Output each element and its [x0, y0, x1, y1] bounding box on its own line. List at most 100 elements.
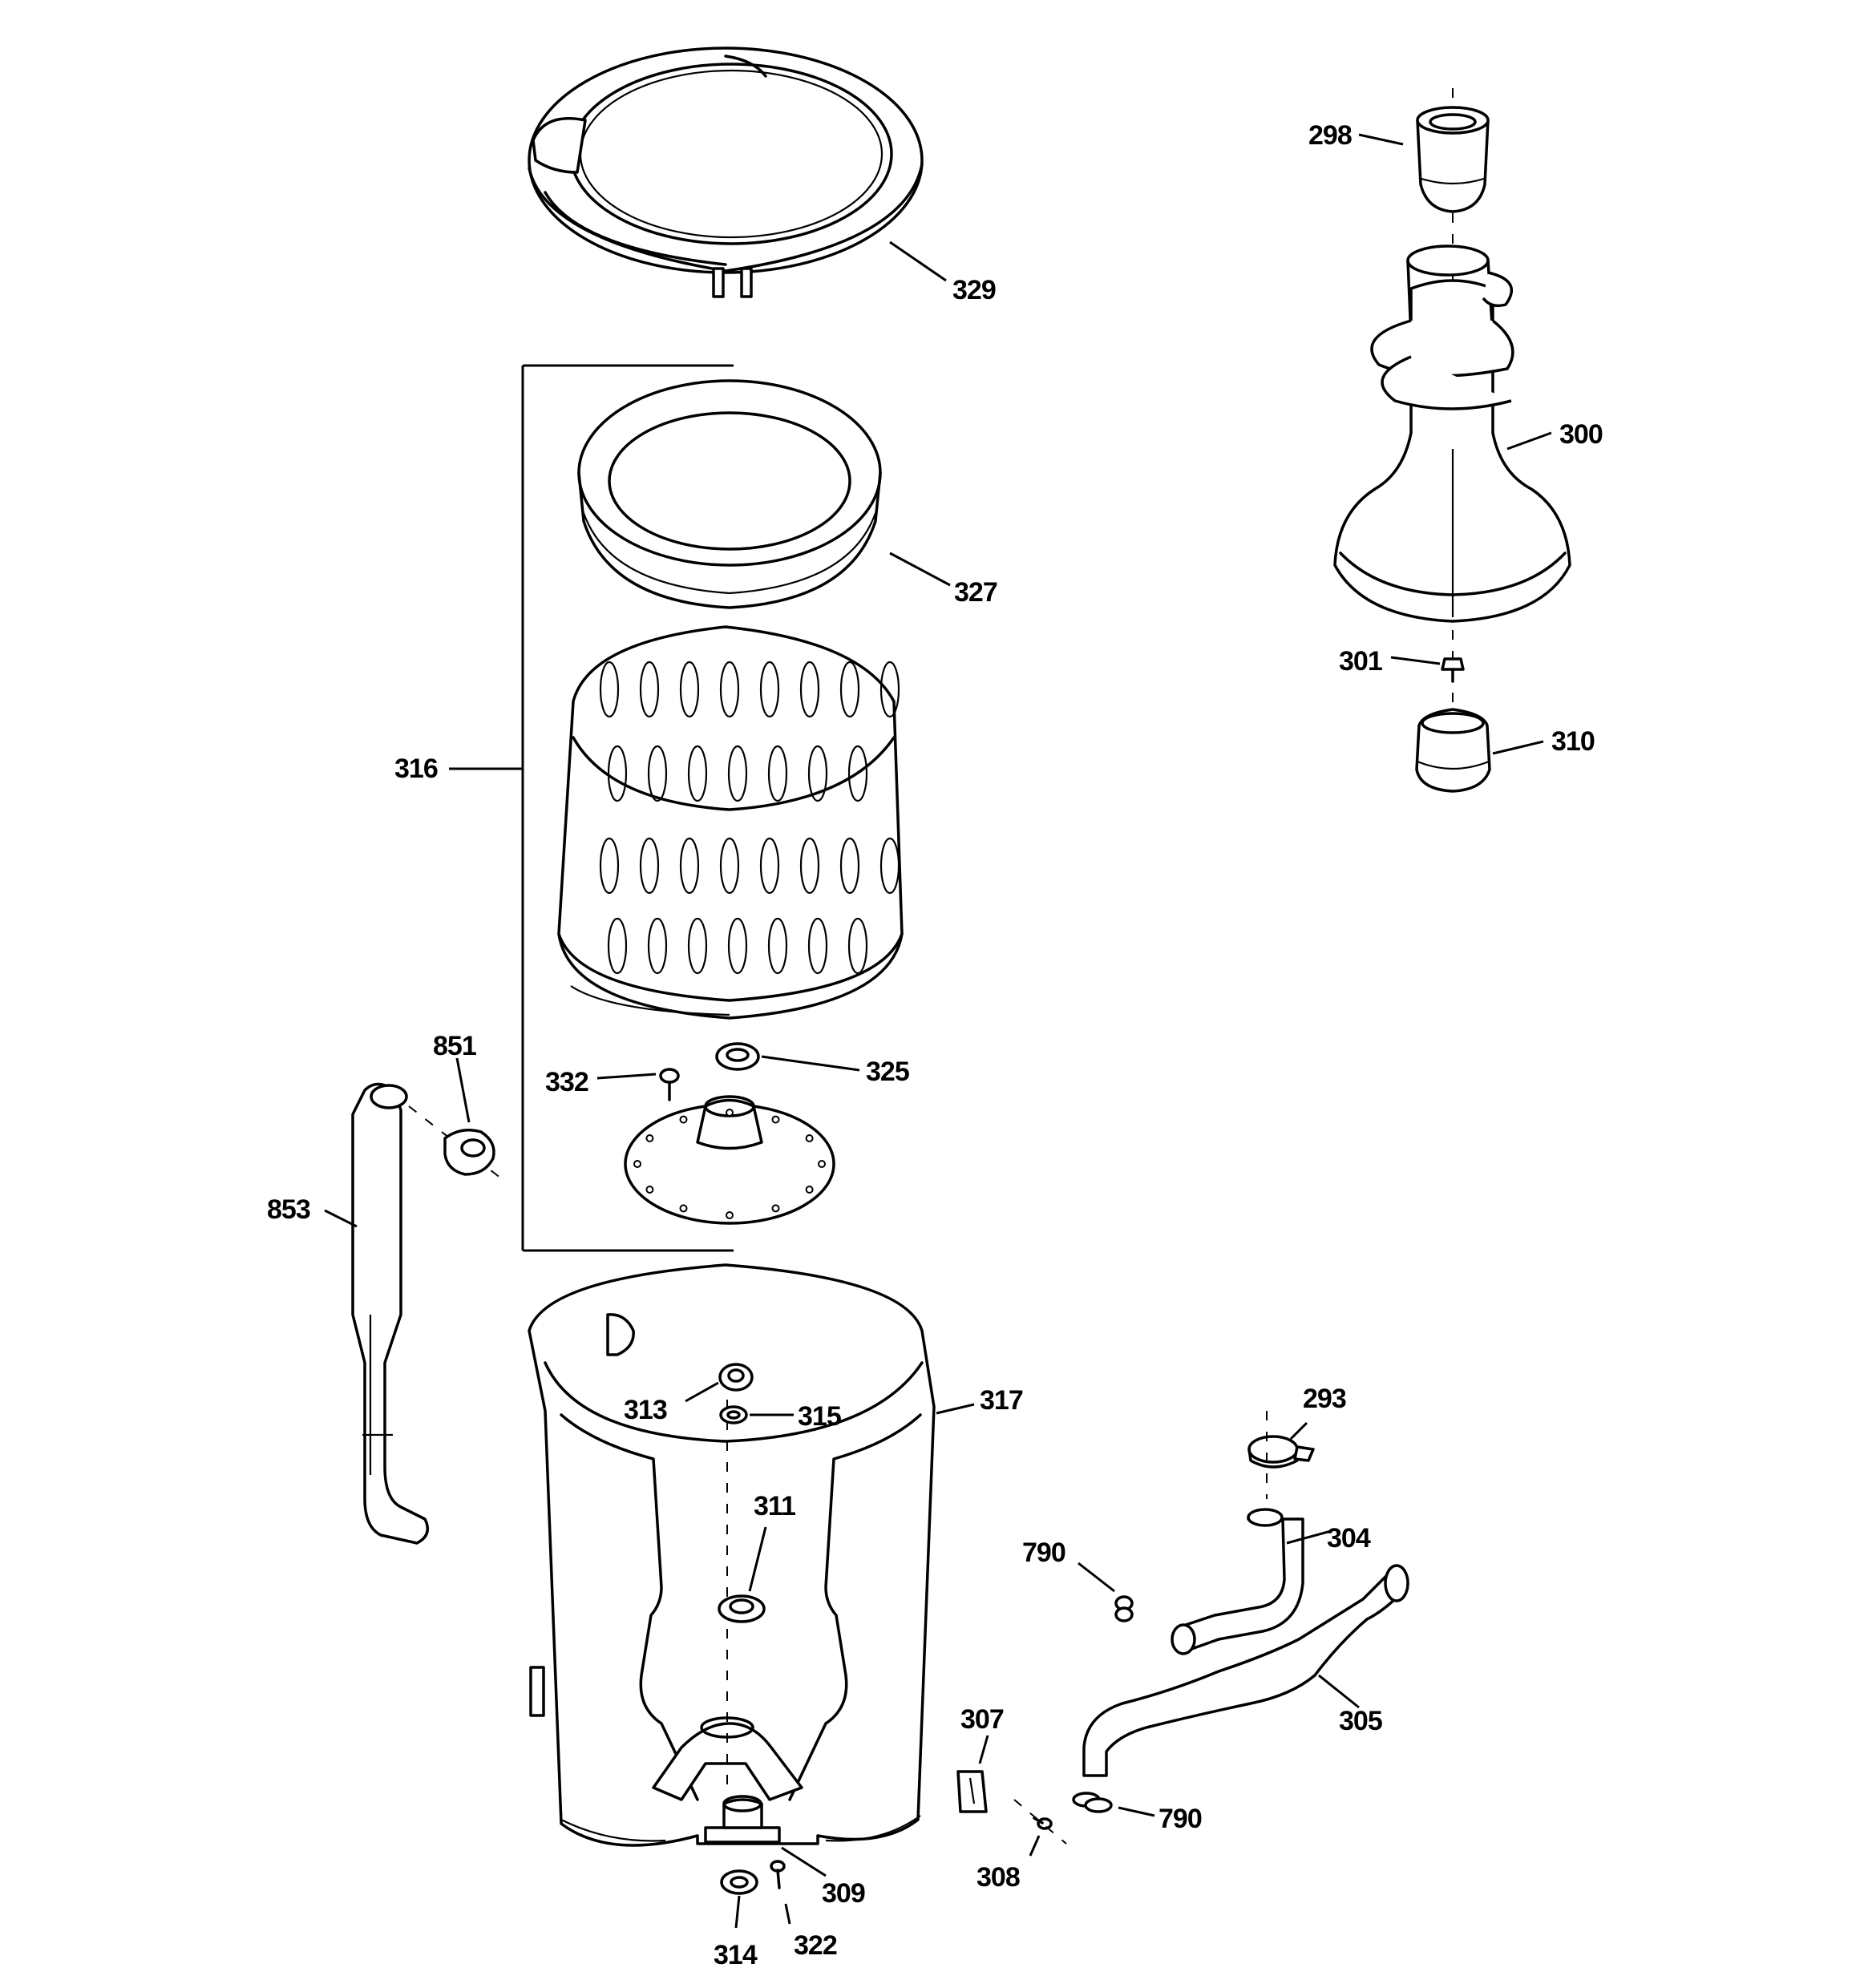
bearing-313: [718, 1363, 754, 1392]
leader-851: [455, 1057, 471, 1123]
label-315: 315: [798, 1401, 842, 1432]
basket-slot: [679, 661, 700, 718]
leader-790a: [1078, 1562, 1115, 1593]
basket-slot: [759, 837, 780, 895]
plate-hole: [679, 1204, 688, 1213]
basket-slot: [767, 745, 788, 802]
plate-hole: [679, 1115, 688, 1124]
basket-slot: [639, 837, 660, 895]
basket-slot: [599, 837, 620, 895]
leader-298: [1358, 133, 1404, 146]
outer-tub-317: [528, 1263, 936, 1847]
label-300: 300: [1559, 419, 1603, 450]
basket-hub-plate: [624, 1095, 835, 1225]
leader-307: [978, 1735, 989, 1764]
basket-slot: [599, 661, 620, 718]
leader-293: [1289, 1421, 1308, 1440]
leader-325: [761, 1055, 860, 1072]
label-307: 307: [960, 1704, 1005, 1735]
plate-hole: [645, 1186, 654, 1194]
drain-hose-305: [1082, 1564, 1409, 1777]
basket-slot: [727, 917, 748, 975]
bearing-housing-309: [704, 1795, 781, 1844]
pressure-hose-853: [351, 1082, 430, 1545]
balance-ring-327: [577, 379, 882, 609]
agitator-300: [1333, 244, 1571, 623]
label-851: 851: [433, 1031, 477, 1061]
leader-329: [889, 240, 947, 282]
washer-315: [719, 1405, 748, 1424]
leader-310: [1492, 740, 1544, 755]
basket-slot: [807, 745, 828, 802]
basket-slot: [799, 837, 820, 895]
plate-hole: [818, 1160, 826, 1168]
washer-314: [720, 1869, 758, 1895]
air-dome-851: [443, 1129, 495, 1176]
agitator-bolt-301: [1441, 657, 1465, 683]
agitator-cap-298: [1416, 106, 1490, 213]
basket-slot: [727, 745, 748, 802]
basket-slot: [879, 661, 900, 718]
label-313: 313: [624, 1395, 668, 1425]
label-316: 316: [394, 754, 439, 784]
basket-slot: [879, 837, 900, 895]
hose-clamp-790a: [1114, 1595, 1134, 1622]
label-298: 298: [1308, 120, 1353, 151]
basket-slot: [847, 917, 868, 975]
label-314: 314: [714, 1940, 758, 1970]
hose-clamp-790b: [1072, 1792, 1113, 1813]
leader-322: [784, 1903, 791, 1925]
basket-slot: [847, 745, 868, 802]
basket-slot: [839, 661, 860, 718]
basket-slot: [839, 837, 860, 895]
leader-317: [936, 1403, 975, 1415]
tub-cover-ring-329: [528, 46, 924, 298]
basket-slot: [679, 837, 700, 895]
leader-300: [1506, 431, 1552, 451]
leader-301: [1390, 656, 1441, 665]
bracket-307: [956, 1770, 988, 1813]
leader-308: [1029, 1835, 1041, 1857]
label-790-lower: 790: [1158, 1804, 1203, 1834]
label-308: 308: [976, 1862, 1021, 1893]
label-853: 853: [267, 1194, 311, 1225]
leader-305: [1318, 1674, 1360, 1709]
leader-327: [889, 552, 951, 587]
basket-slot: [767, 917, 788, 975]
basket-slot: [687, 745, 708, 802]
plate-hole: [805, 1186, 814, 1194]
label-329: 329: [952, 275, 997, 305]
plate-hole: [645, 1134, 654, 1142]
label-790-upper: 790: [1022, 1537, 1066, 1568]
screw-322: [770, 1860, 786, 1889]
label-317: 317: [980, 1385, 1024, 1416]
label-301: 301: [1339, 646, 1383, 677]
basket-slot: [607, 917, 628, 975]
screw-308: [1033, 1816, 1053, 1830]
leader-314: [734, 1895, 741, 1929]
basket-slot: [807, 917, 828, 975]
leader-309: [781, 1846, 827, 1877]
label-327: 327: [954, 577, 998, 608]
plate-hole: [771, 1204, 780, 1213]
label-322: 322: [794, 1930, 838, 1961]
basket-assembly-bracket-316: [449, 364, 734, 1252]
clamp-293: [1247, 1435, 1315, 1469]
leader-853: [324, 1209, 358, 1228]
plate-hole: [726, 1211, 734, 1219]
plate-hole: [805, 1134, 814, 1142]
basket-slot: [607, 745, 628, 802]
plate-hole: [771, 1115, 780, 1124]
drain-hose-304: [1171, 1508, 1304, 1655]
hub-nut-325: [715, 1042, 760, 1071]
label-311: 311: [754, 1491, 796, 1521]
leader-311: [748, 1526, 767, 1592]
basket-slot: [647, 745, 668, 802]
basket-slot: [719, 837, 740, 895]
basket-slot: [647, 917, 668, 975]
leader-313: [685, 1381, 719, 1403]
label-305: 305: [1339, 1706, 1383, 1736]
label-309: 309: [822, 1878, 866, 1909]
